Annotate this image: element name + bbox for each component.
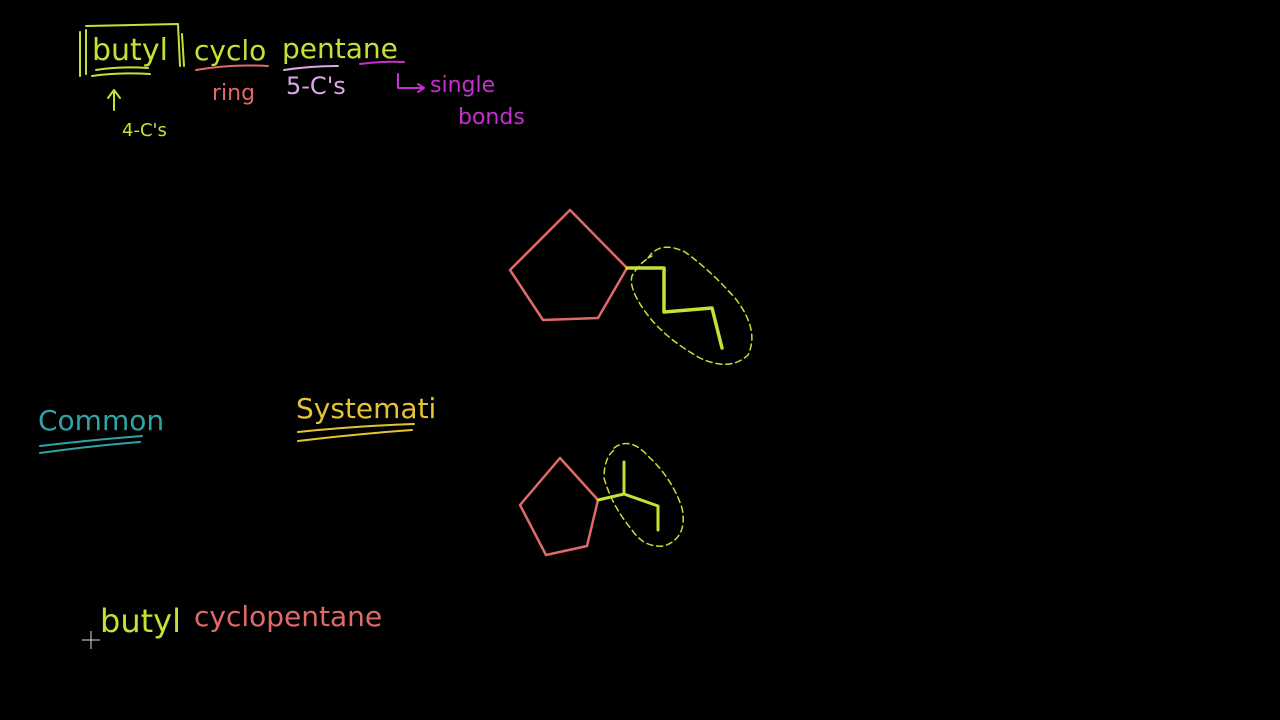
cyclopentane-ring-bottom [518, 456, 600, 557]
butyl-up-arrow [107, 89, 121, 111]
header-name-group: butyl cyclo pentane ring 5-C's single bo… [79, 23, 525, 141]
single-note: single [430, 73, 495, 98]
cyclopentane-ring-top [508, 208, 629, 322]
single-bond-arrow [397, 73, 425, 93]
systematic-underline [297, 423, 415, 442]
ane-underline [359, 60, 405, 65]
pent-underline [283, 65, 339, 71]
common-underline [39, 435, 143, 454]
header-butyl: butyl [92, 33, 168, 68]
butyl-chain-top [625, 266, 724, 350]
systematic-label: Systemati [296, 392, 436, 425]
header-cyclo: cyclo [194, 34, 266, 67]
branched-butylcyclopentane-structure [518, 442, 684, 557]
bottom-butyl: butyl [100, 602, 181, 640]
bonds-note: bonds [458, 105, 525, 130]
ring-note: ring [212, 81, 255, 106]
common-label: Common [38, 404, 164, 437]
header-pentane: pentane [282, 32, 398, 65]
butyl-box [79, 23, 185, 77]
four-carbons-note: 4-C's [122, 120, 167, 141]
bottom-cyclopentane: cyclopentane [194, 600, 382, 633]
five-carbons-note: 5-C's [286, 72, 346, 100]
butylcyclopentane-structure [508, 208, 753, 365]
butyl-underline [91, 66, 151, 77]
butyl-circle-bottom [603, 442, 684, 547]
butyl-circle-top [630, 246, 753, 365]
cyclo-underline [195, 64, 269, 71]
crosshair-cursor-icon [82, 631, 100, 649]
